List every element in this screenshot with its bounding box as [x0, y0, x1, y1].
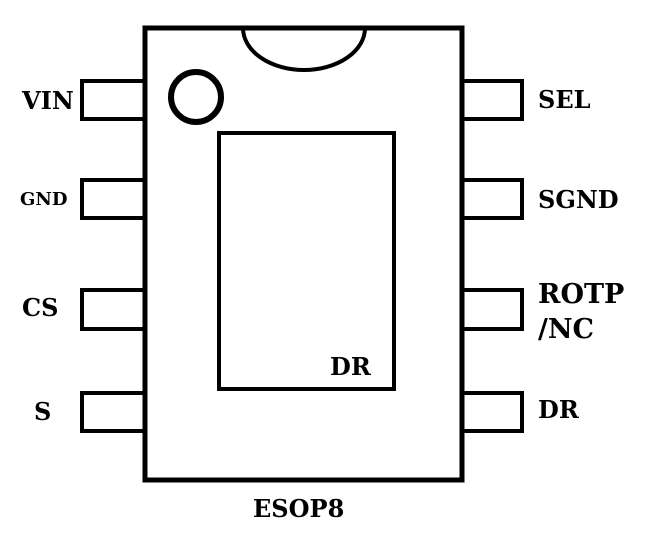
- right-pin-8-label: SEL: [538, 85, 591, 114]
- orientation-notch: [241, 27, 367, 72]
- left-pin-2: [80, 178, 147, 220]
- left-pin-1: [80, 79, 147, 121]
- right-pin-6-label-line2: /NC: [538, 314, 594, 345]
- right-pin-6-label-line1: ROTP: [538, 279, 624, 310]
- package-name-label: ESOP8: [253, 494, 344, 523]
- right-pin-8: [460, 79, 524, 121]
- left-pin-1-label: VIN: [21, 86, 74, 115]
- right-pin-5-label: DR: [538, 395, 580, 424]
- right-pin-5: [460, 391, 524, 433]
- exposed-pad: [217, 131, 396, 391]
- left-pin-4-label: S: [34, 397, 51, 426]
- right-pin-7: [460, 178, 524, 220]
- right-pin-6: [460, 288, 524, 331]
- pin1-indicator-dot: [168, 69, 224, 125]
- right-pin-7-label: SGND: [538, 185, 619, 214]
- left-pin-2-label: GND: [20, 189, 67, 210]
- package-body: [142, 25, 465, 483]
- left-pin-3: [80, 288, 147, 331]
- left-pin-4: [80, 391, 147, 433]
- exposed-pad-label: DR: [330, 352, 372, 381]
- left-pin-3-label: CS: [22, 293, 58, 322]
